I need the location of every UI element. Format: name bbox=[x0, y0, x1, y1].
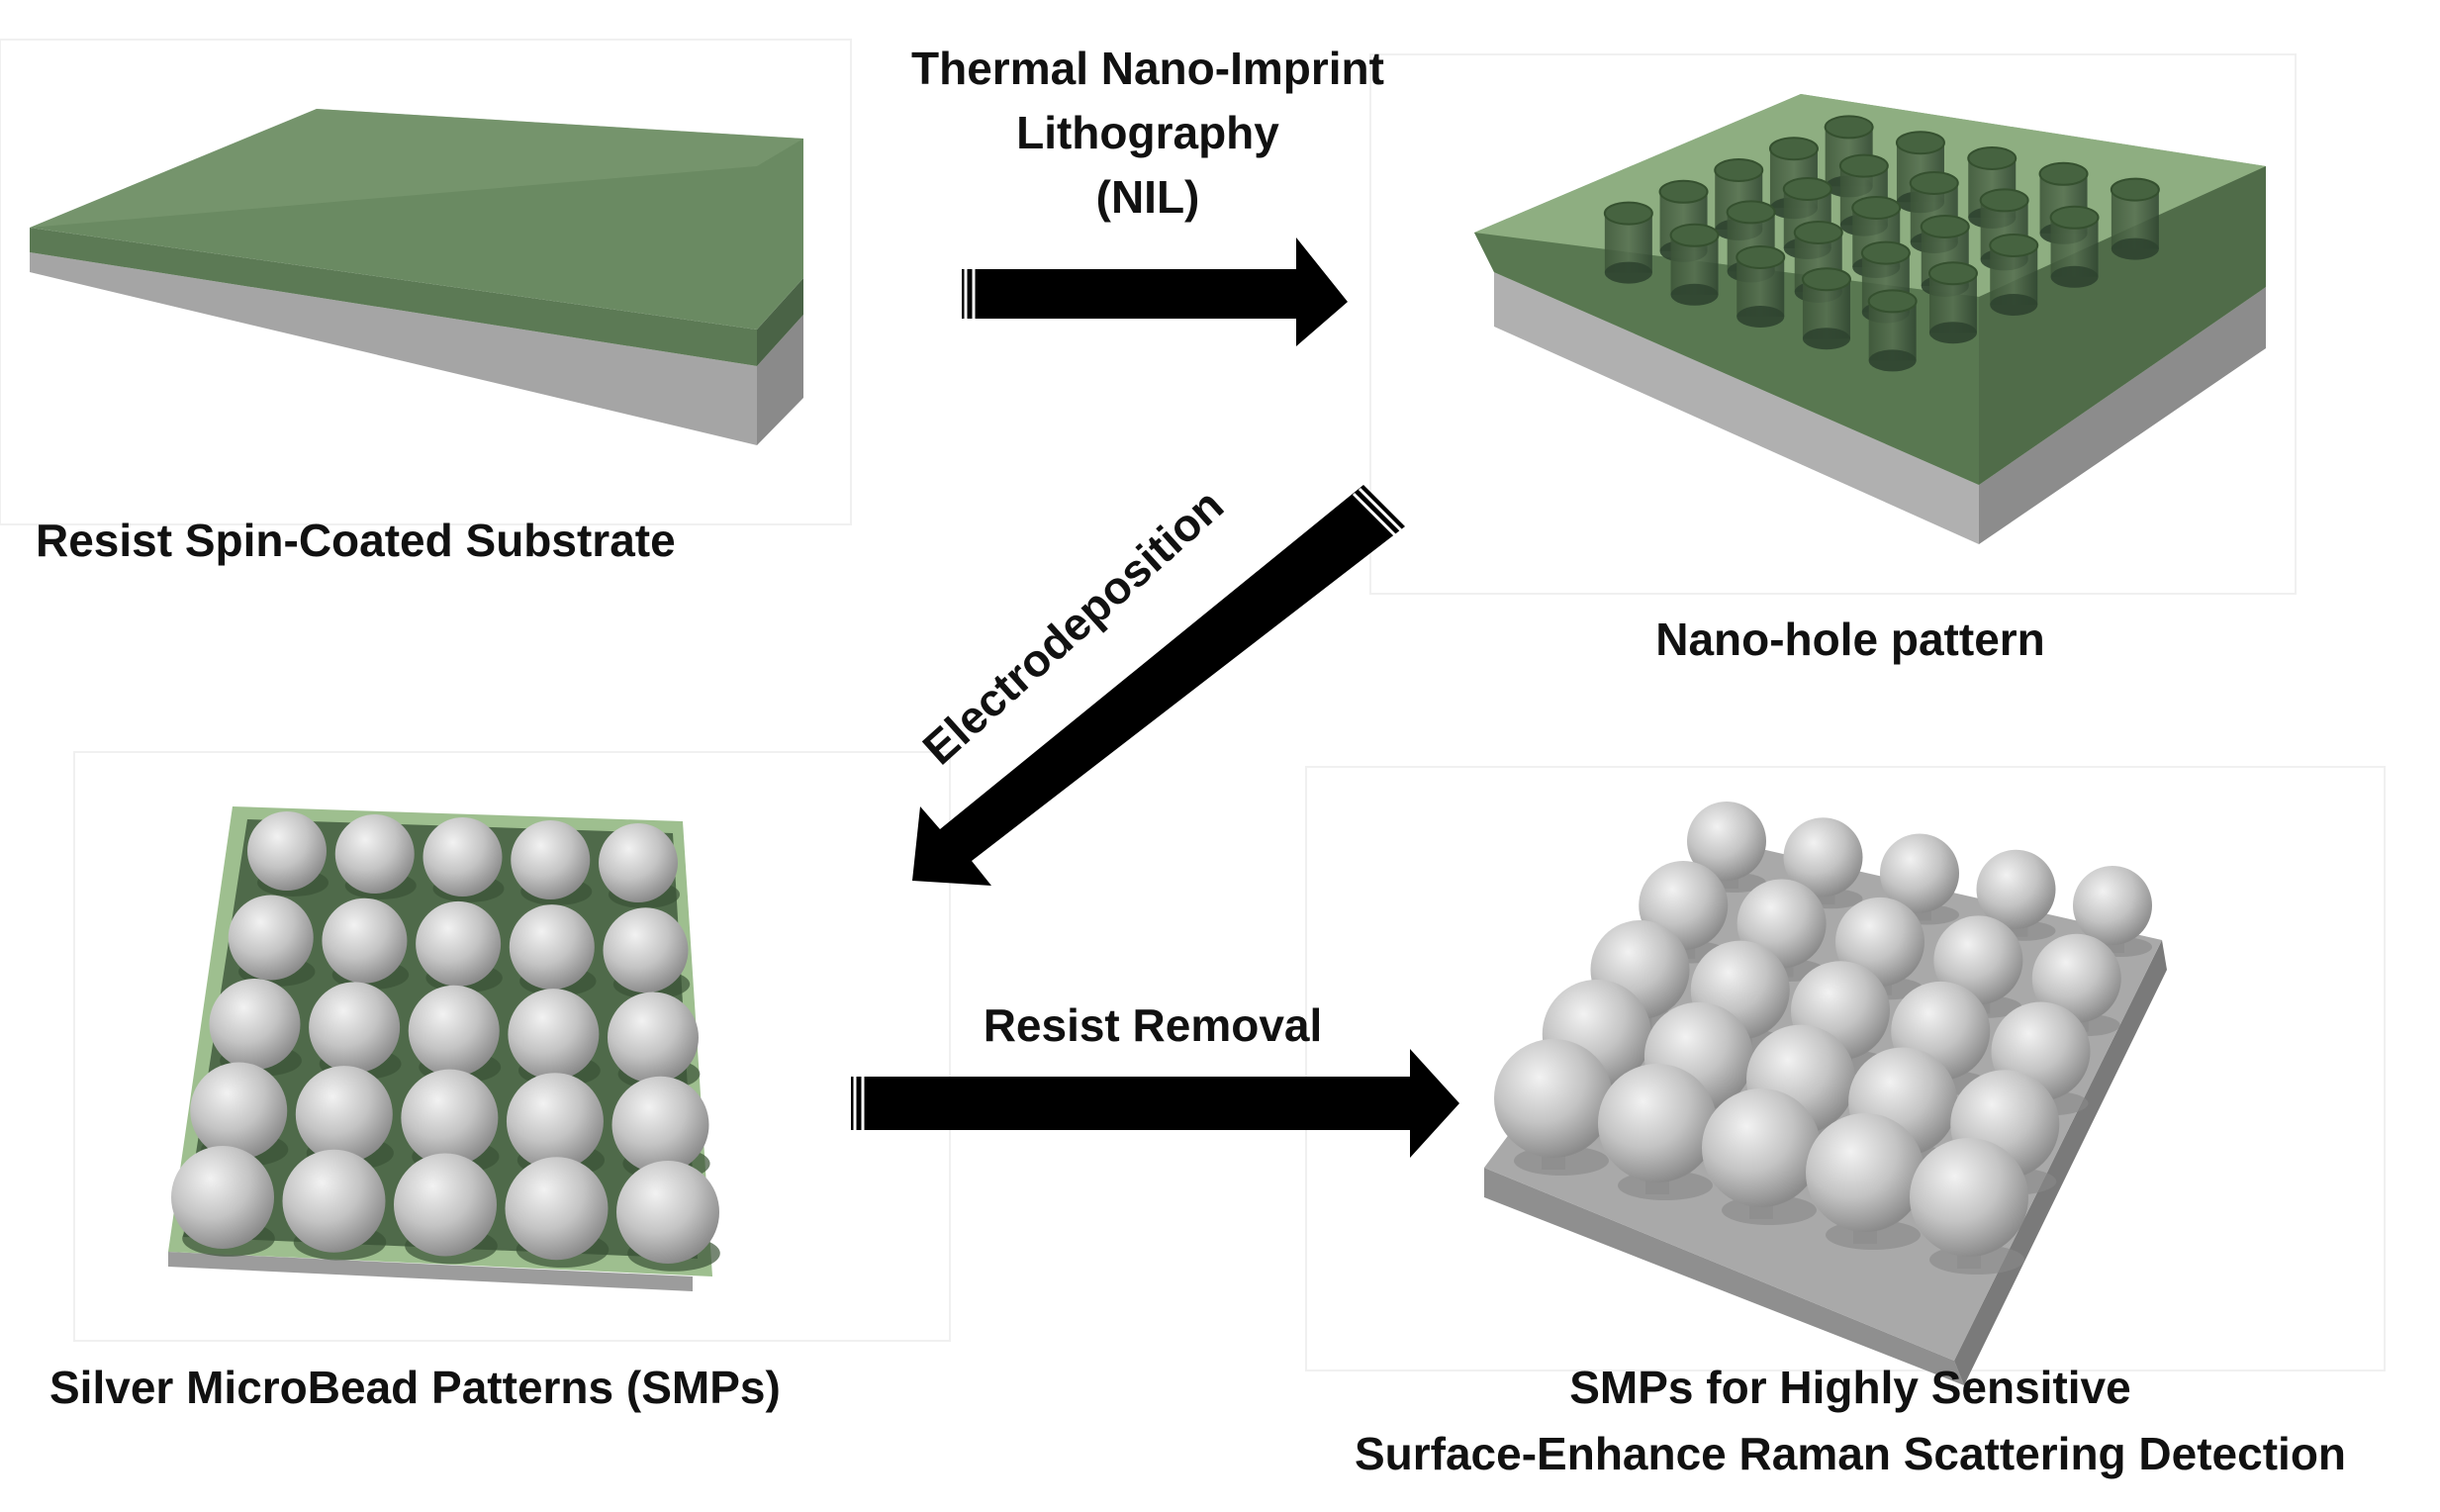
silver-bead bbox=[422, 817, 503, 897]
silver-bead bbox=[1976, 849, 2056, 929]
silver-bead bbox=[1910, 1138, 2028, 1257]
panel-frame bbox=[1369, 53, 2297, 595]
resist-side-face bbox=[1979, 166, 2266, 485]
nanohole bbox=[1967, 146, 2018, 229]
silver-bead bbox=[511, 820, 591, 899]
silver-bead bbox=[394, 1153, 497, 1257]
silver-bead bbox=[2073, 866, 2152, 945]
resist-removal-arrow-shape bbox=[851, 1049, 1459, 1158]
panel-frame bbox=[0, 39, 852, 525]
nil-label-line3: (NIL) bbox=[1096, 171, 1200, 223]
silver-bead bbox=[506, 1073, 604, 1171]
nanohole bbox=[1927, 261, 1978, 344]
electrodeposition-arrow-shape bbox=[912, 485, 1405, 886]
resist-substrate-panel: Resist Spin-Coated Substrate bbox=[0, 39, 852, 566]
silver-bead bbox=[616, 1161, 719, 1264]
silver-bead bbox=[322, 898, 408, 984]
panel-frame bbox=[73, 751, 951, 1342]
silver-bead bbox=[334, 814, 415, 894]
substrate-front-face bbox=[30, 252, 757, 445]
silver-bead bbox=[1687, 802, 1766, 881]
silver-bead bbox=[1494, 1039, 1613, 1158]
nanohole-array bbox=[1603, 115, 2160, 372]
silver-bead bbox=[309, 982, 401, 1074]
silver-bead bbox=[608, 992, 699, 1084]
substrate-front-face bbox=[168, 1252, 693, 1291]
smps-panel: Silver MicroBead Patterns (SMPs) bbox=[49, 751, 951, 1413]
resist-top-highlight bbox=[30, 109, 803, 228]
silver-bead bbox=[611, 1076, 709, 1174]
silver-bead bbox=[603, 907, 689, 993]
resist-removal-label: Resist Removal bbox=[984, 999, 1323, 1051]
silver-bead bbox=[416, 900, 502, 987]
silver-bead bbox=[401, 1069, 499, 1167]
silver-bead bbox=[1880, 833, 1959, 913]
nil-label-line2: Lithography bbox=[1016, 107, 1279, 158]
silver-bead bbox=[282, 1149, 386, 1253]
substrate-front-edge bbox=[1484, 1168, 1964, 1385]
silver-bead bbox=[509, 904, 595, 991]
resist-substrate-label: Resist Spin-Coated Substrate bbox=[36, 515, 676, 566]
nanohole-panel: Nano-hole pattern bbox=[1369, 53, 2297, 665]
nil-arrow: Thermal Nano-Imprint Lithography (NIL) bbox=[911, 43, 1384, 346]
nil-label-line1: Thermal Nano-Imprint bbox=[911, 43, 1384, 94]
nanohole bbox=[1989, 234, 2039, 316]
nanohole-label: Nano-hole pattern bbox=[1655, 614, 2045, 665]
silver-bead bbox=[599, 823, 678, 902]
silver-bead bbox=[1598, 1064, 1717, 1182]
silver-bead bbox=[247, 811, 327, 891]
substrate-side-edge bbox=[1954, 940, 2167, 1385]
silver-bead bbox=[1702, 1088, 1821, 1207]
silver-bead bbox=[228, 895, 314, 981]
silver-bead bbox=[2031, 933, 2121, 1023]
substrate-side-face bbox=[1979, 287, 2266, 544]
free-bead-array bbox=[1494, 802, 2152, 1275]
nanohole bbox=[1736, 245, 1786, 328]
nanohole bbox=[1801, 267, 1851, 350]
silver-bead bbox=[1835, 897, 1924, 987]
silver-bead bbox=[1783, 817, 1863, 898]
sers-label-line2: Surface-Enhance Raman Scattering Detecti… bbox=[1355, 1428, 2346, 1479]
nanohole bbox=[1867, 289, 1918, 372]
smps-label: Silver MicroBead Patterns (SMPs) bbox=[49, 1362, 781, 1413]
microbead-array bbox=[171, 811, 720, 1272]
substrate-front-face bbox=[1494, 272, 1979, 544]
resist-front-face bbox=[1474, 233, 1979, 485]
silver-bead bbox=[1933, 915, 2023, 1005]
nanohole bbox=[2049, 205, 2100, 288]
electrodeposition-arrow: Electrodeposition bbox=[912, 479, 1405, 886]
sers-label-line1: SMPs for Highly Sensitive bbox=[1569, 1362, 2130, 1413]
nanohole bbox=[1782, 177, 1832, 259]
resist-removal-arrow: Resist Removal bbox=[851, 999, 1459, 1158]
silver-bead bbox=[408, 985, 500, 1077]
sers-panel: SMPs for Highly Sensitive Surface-Enhanc… bbox=[1305, 766, 2386, 1479]
nanohole bbox=[2110, 177, 2160, 260]
nil-arrow-shape bbox=[962, 237, 1348, 346]
silver-bead bbox=[209, 979, 301, 1070]
silver-bead bbox=[505, 1157, 609, 1261]
resist-side-face bbox=[757, 278, 803, 366]
silver-bead bbox=[508, 989, 600, 1081]
silver-bead bbox=[171, 1146, 274, 1249]
silver-bead bbox=[295, 1066, 393, 1164]
nanohole bbox=[1669, 223, 1720, 306]
panel-frame bbox=[1305, 766, 2386, 1371]
substrate-side-face bbox=[757, 315, 803, 445]
resist-front-face bbox=[30, 228, 757, 366]
silver-bead bbox=[1806, 1113, 1924, 1232]
silver-bead bbox=[190, 1062, 288, 1160]
nanohole bbox=[1603, 201, 1653, 284]
